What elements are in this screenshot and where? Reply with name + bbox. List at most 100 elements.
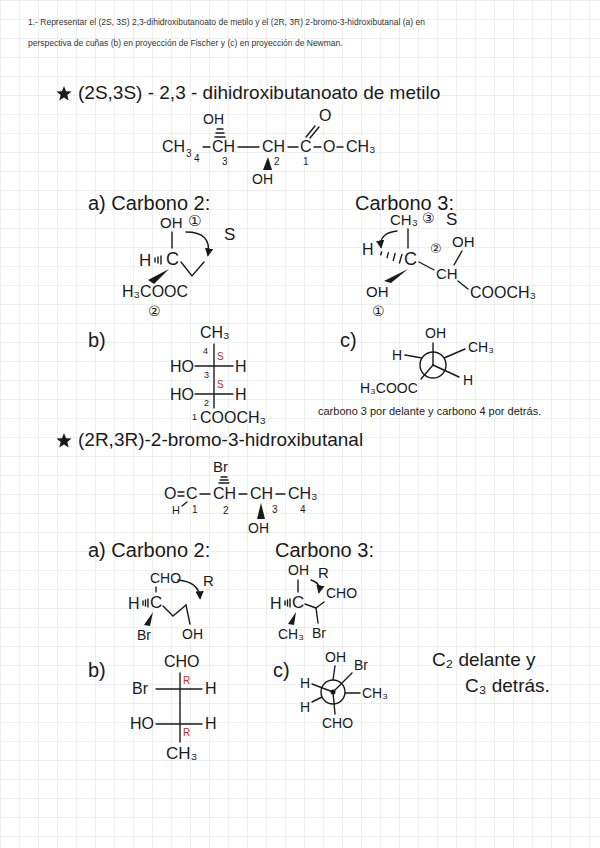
locant-number: 1 bbox=[303, 157, 309, 167]
bond-line bbox=[276, 493, 285, 494]
atom-label: Br bbox=[354, 658, 368, 672]
bond-line bbox=[178, 495, 184, 496]
bond-line bbox=[310, 127, 319, 138]
locant-number: 3 bbox=[186, 149, 192, 159]
atom-label: Br bbox=[312, 626, 326, 640]
wedge-bond bbox=[331, 690, 336, 695]
stereo-descriptor: S bbox=[217, 352, 224, 362]
atom-label: H₃COOC bbox=[122, 284, 188, 300]
locant-number: 1 bbox=[192, 505, 198, 515]
bond-line bbox=[178, 580, 200, 598]
bond-line bbox=[337, 146, 343, 147]
bond-line bbox=[421, 365, 433, 379]
bond-line bbox=[333, 673, 352, 692]
atom-label: ① bbox=[188, 213, 201, 228]
bond-line bbox=[154, 258, 155, 262]
bond-line bbox=[419, 262, 434, 270]
bond-line bbox=[333, 666, 335, 680]
bond-line bbox=[287, 600, 288, 606]
atom-label: ② bbox=[148, 304, 161, 318]
atom-label: H bbox=[270, 596, 282, 612]
bond-line bbox=[316, 608, 318, 623]
atom-label: C bbox=[186, 486, 198, 502]
wedge-bond bbox=[144, 157, 408, 695]
stereo-descriptor: R bbox=[183, 728, 190, 738]
handwritten-heading: b) bbox=[88, 330, 106, 350]
locant-number: 4 bbox=[194, 154, 200, 164]
atom-label: OH bbox=[182, 627, 203, 641]
locant-number: 4 bbox=[203, 347, 208, 356]
bond-line bbox=[219, 482, 229, 483]
bond-line bbox=[195, 365, 233, 366]
locant-number: 3 bbox=[204, 371, 209, 380]
bond-line bbox=[314, 146, 321, 147]
bond-line bbox=[213, 344, 214, 408]
handwritten-heading: Carbono 3: bbox=[355, 193, 454, 213]
atom-label: CH bbox=[250, 486, 273, 502]
bond-line bbox=[405, 355, 422, 358]
atom-label: COOCH₃ bbox=[470, 285, 536, 301]
atom-label: CH bbox=[212, 139, 235, 155]
bond-line bbox=[160, 256, 161, 264]
atom-label: OH bbox=[452, 234, 475, 249]
bond-line bbox=[316, 602, 324, 608]
bond-line bbox=[380, 252, 382, 255]
bond-line bbox=[142, 601, 143, 605]
locant-number: 4 bbox=[300, 505, 306, 515]
atom-label: Br bbox=[213, 459, 228, 474]
atom-label: H₃COOC bbox=[360, 381, 418, 395]
bond-line bbox=[454, 251, 462, 265]
bond-line bbox=[297, 580, 298, 592]
atom-label: CH₃ bbox=[278, 627, 304, 641]
atom-label: C bbox=[166, 250, 179, 268]
bond-line bbox=[393, 254, 395, 261]
atom-label: C bbox=[150, 594, 162, 611]
wedge-bond bbox=[288, 612, 296, 625]
bond-line bbox=[387, 253, 388, 258]
bond-line bbox=[156, 688, 202, 689]
bond-line bbox=[179, 673, 180, 742]
bond-line bbox=[157, 257, 158, 263]
bond-line bbox=[220, 479, 228, 480]
atom-label: CH₃ bbox=[200, 325, 230, 341]
bond-line bbox=[400, 254, 402, 263]
atom-label: OH bbox=[160, 215, 183, 230]
bond-line bbox=[312, 684, 333, 692]
locant-number: 2 bbox=[204, 399, 209, 408]
bond-line bbox=[195, 393, 233, 394]
atom-label: CHO bbox=[326, 586, 357, 600]
atom-label: H bbox=[235, 359, 247, 375]
bond-line bbox=[215, 136, 225, 137]
atom-label: H bbox=[300, 700, 310, 714]
handwritten-heading: a) Carbono 2: bbox=[88, 193, 210, 213]
atom-label: R bbox=[203, 573, 214, 588]
wedge-bond bbox=[257, 503, 265, 519]
bond-line bbox=[305, 604, 316, 608]
atom-label: HO bbox=[170, 387, 194, 403]
bond-line bbox=[156, 723, 202, 724]
atom-label: ① bbox=[372, 304, 385, 318]
atom-label: OH bbox=[366, 284, 389, 299]
locant-number: 1 bbox=[192, 413, 197, 422]
atom-label: CH bbox=[213, 486, 236, 502]
wedge-bond bbox=[148, 269, 169, 284]
atom-label: H bbox=[362, 242, 374, 258]
stereo-descriptor: S bbox=[217, 380, 224, 390]
bullet-star bbox=[56, 86, 71, 447]
atom-label: CHO bbox=[322, 716, 353, 730]
bond-line bbox=[145, 600, 146, 606]
bond-line bbox=[200, 493, 210, 494]
atom-label: CHO bbox=[150, 571, 181, 585]
atom-label: S bbox=[446, 211, 457, 228]
atom-label: Br bbox=[132, 681, 148, 697]
atom-label: CH₃ bbox=[346, 139, 376, 155]
atom-label: OH bbox=[325, 650, 346, 664]
bond-line bbox=[182, 502, 187, 506]
handwritten-heading: C₃ detrás. bbox=[465, 676, 550, 695]
atom-label: HO bbox=[130, 716, 154, 732]
wedge-bond bbox=[263, 157, 272, 170]
locant-number: 3 bbox=[272, 505, 278, 515]
atom-label: OH bbox=[288, 563, 309, 577]
bond-line bbox=[221, 476, 227, 477]
bond-line bbox=[306, 126, 315, 137]
